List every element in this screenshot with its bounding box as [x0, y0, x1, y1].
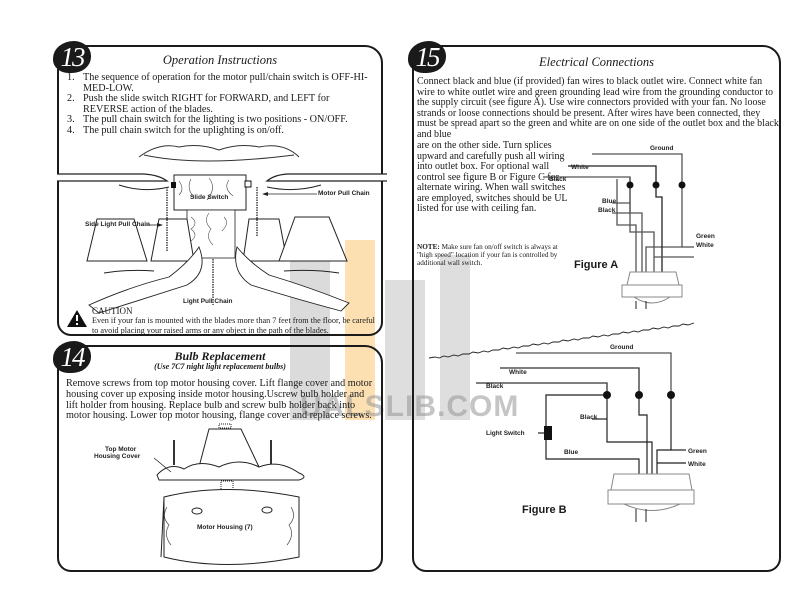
step-number-badge: 15 [408, 41, 446, 73]
step-item: 4.The pull chain switch for the uplighti… [67, 124, 284, 136]
panel-title: Electrical Connections [539, 55, 654, 69]
separator-tear-line [428, 322, 695, 359]
fig-b-black-label: Black [486, 383, 504, 390]
side-light-pull-chain-label: Side Light Pull Chain [85, 221, 150, 228]
caution-title: CAUTION [92, 306, 133, 316]
top-motor-housing-cover-label-line2: Housing Cover [94, 453, 141, 460]
light-pull-chain-label: Light Pull Chain [183, 298, 233, 305]
step-item: 2.Push the slide switch RIGHT for FORWAR… [67, 93, 330, 115]
panel-operation-instructions: 13 Operation Instructions 1.The sequence… [53, 41, 387, 338]
fig-a-black2-label: Black [598, 207, 616, 214]
note-label: NOTE: [417, 243, 440, 251]
panel-subtitle: (Use 7C7 night light replacement bulbs) [154, 362, 286, 371]
note-block: NOTE: Make sure fan on/off switch is alw… [417, 243, 559, 267]
step-item: 1.The sequence of operation for the moto… [67, 72, 368, 94]
watermark-text: UALSLIB.COM [300, 390, 520, 423]
electrical-instructions: Connect black and blue (if provided) fan… [417, 76, 779, 140]
fig-b-white-label: White [509, 369, 527, 376]
electrical-instructions-cont: are on the other side. Turn splices upwa… [417, 140, 568, 214]
panel-bulb-replacement: 14 Bulb Replacement (Use 7C7 night light… [53, 341, 385, 574]
fig-b-black2-label: Black [580, 414, 598, 421]
step-item: 3.The pull chain switch for the lighting… [67, 114, 348, 125]
fig-a-black-label: Black [549, 176, 567, 183]
fig-b-blue-label: Blue [564, 449, 579, 456]
slide-switch-label: Slide Switch [190, 194, 229, 201]
fig-a-white2-label: White [696, 242, 714, 249]
operation-steps-list: 1.The sequence of operation for the moto… [65, 72, 377, 136]
fig-a-white-label: White [571, 164, 589, 171]
fig-b-white2-label: White [688, 461, 706, 468]
step-number-badge: 14 [53, 341, 91, 373]
fig-a-green-label: Green [696, 233, 715, 240]
panel-title: Bulb Replacement [174, 349, 266, 363]
fig-b-light-switch-label: Light Switch [486, 430, 525, 437]
figure-a-wiring-diagram: Ground White Black Blue Black Green Whit… [414, 47, 783, 574]
motor-housing-label: Motor Housing (7) [197, 524, 253, 531]
step-number-badge: 13 [53, 41, 91, 73]
note-text: Make sure fan on/off switch is always at… [417, 243, 558, 267]
panel-electrical-connections: 15 Electrical Connections Connect black … [408, 41, 783, 574]
figure-b-wiring-diagram: Ground White Black Black Light Switch Bl… [414, 47, 783, 574]
fig-b-green-label: Green [688, 448, 707, 455]
figure-a-caption: Figure A [574, 259, 619, 271]
motor-pull-chain-label: Motor Pull Chain [318, 190, 370, 197]
fig-b-ground-label: Ground [610, 344, 634, 351]
fig-a-ground-label: Ground [650, 145, 674, 152]
fig-a-blue-label: Blue [602, 198, 617, 205]
panel-title: Operation Instructions [162, 53, 278, 67]
figure-b-caption: Figure B [522, 504, 567, 516]
ceiling-fan-illustration: Slide Switch Motor Pull Chain Side Light… [57, 47, 387, 338]
bulb-instructions: Remove screws from top motor housing cov… [66, 378, 373, 422]
top-motor-housing-cover-label: Top Motor [105, 446, 137, 453]
caution-text: Even if your fan is mounted with the bla… [92, 316, 375, 335]
motor-housing-illustration: Top Motor Housing Cover Motor Housing (7… [59, 347, 385, 574]
